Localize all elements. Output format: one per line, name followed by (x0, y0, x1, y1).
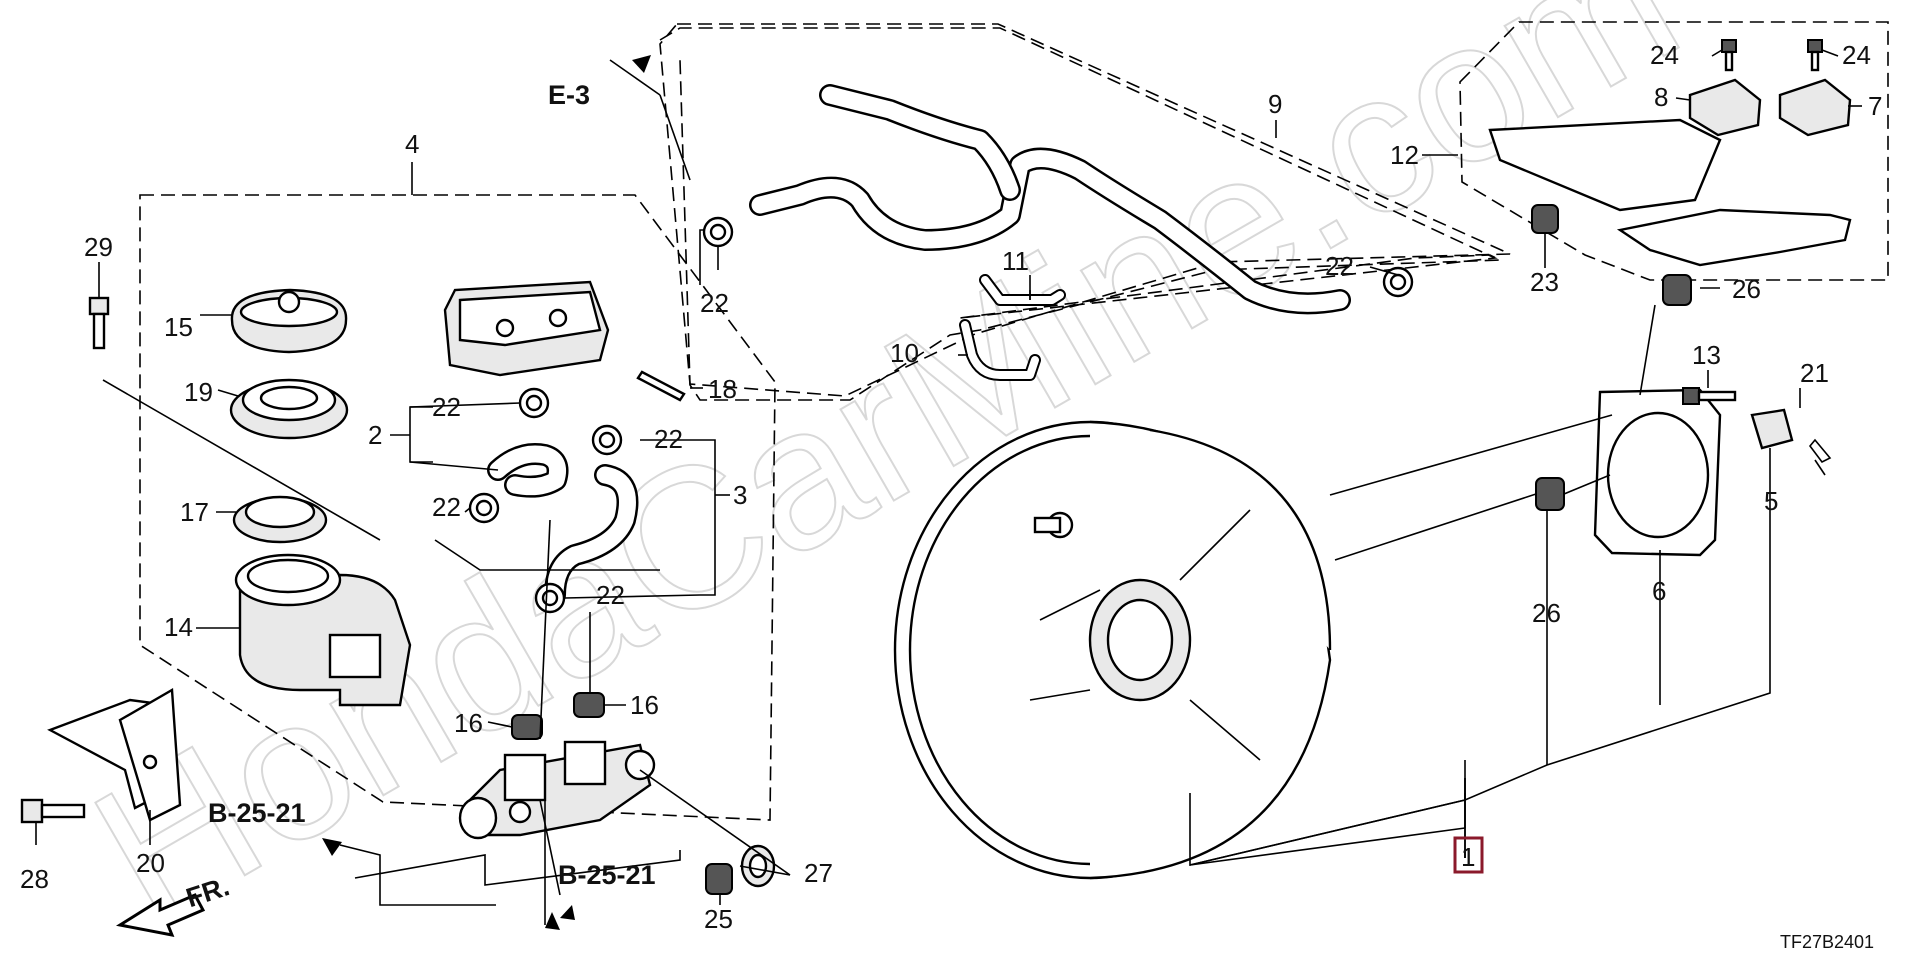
callout-3[interactable]: 3 (733, 480, 747, 510)
callout-8[interactable]: 8 (1654, 82, 1668, 112)
arrow-b25-bottom-a (545, 912, 560, 930)
master-cylinder (458, 740, 656, 840)
clip-21 (1808, 438, 1832, 476)
callout-22-c[interactable]: 22 (654, 424, 683, 454)
leaders-hoses (717, 120, 1399, 356)
callout-12[interactable]: 12 (1390, 140, 1419, 170)
callout-15[interactable]: 15 (164, 312, 193, 342)
bolt-24-a (1721, 39, 1737, 72)
gasket-6 (1593, 388, 1722, 557)
pin-18 (636, 370, 686, 402)
leaders-sensor (1422, 49, 1862, 268)
callout-27[interactable]: 27 (804, 858, 833, 888)
callout-22-a[interactable]: 22 (432, 392, 461, 422)
grommet-16-b (573, 692, 605, 718)
callout-18[interactable]: 18 (708, 374, 737, 404)
callout-2[interactable]: 2 (368, 420, 382, 450)
ref-e3[interactable]: E-3 (548, 80, 590, 110)
callout-22-f[interactable]: 22 (1325, 251, 1354, 281)
callout-29[interactable]: 29 (84, 232, 113, 262)
bracket-12 (1488, 118, 1852, 267)
leaders-booster (1189, 287, 1801, 867)
callout-24-a[interactable]: 24 (1650, 40, 1679, 70)
group-outline-reservoir (139, 194, 776, 821)
group-outline-hoses (659, 27, 1501, 401)
arrow-b25-bottom-b (560, 905, 575, 920)
clip-22-f (1382, 266, 1414, 298)
callout-19[interactable]: 19 (184, 377, 213, 407)
sensor-7 (1778, 78, 1852, 137)
arrow-e3 (632, 55, 651, 73)
callout-14[interactable]: 14 (164, 612, 193, 642)
callout-16-b[interactable]: 16 (630, 690, 659, 720)
diagram-code: TF27B2401 (1780, 932, 1874, 952)
callout-4[interactable]: 4 (405, 129, 419, 159)
hose-2 (487, 443, 569, 498)
hose-3 (544, 464, 639, 606)
sensor-8 (1688, 78, 1762, 137)
bolt-13 (1682, 387, 1737, 405)
highlight-box-1 (1453, 836, 1484, 874)
brake-booster-1 (893, 420, 1332, 880)
callout-20[interactable]: 20 (136, 848, 165, 878)
watermark: HondaCarMine.com (60, 0, 1712, 960)
nut-26-mid (1535, 477, 1565, 511)
callout-26-b[interactable]: 26 (1532, 598, 1561, 628)
bolt-28 (20, 798, 86, 824)
callout-17[interactable]: 17 (180, 497, 209, 527)
callout-10[interactable]: 10 (890, 338, 919, 368)
ref-b25-bottom[interactable]: B-25-21 (558, 860, 656, 890)
callout-5[interactable]: 5 (1764, 486, 1778, 516)
grommet-16-a (511, 714, 543, 740)
callout-23[interactable]: 23 (1530, 267, 1559, 297)
vacuum-hose-9 (749, 84, 1351, 315)
seal-17 (232, 495, 328, 544)
clip-22-e (702, 216, 734, 248)
group-outline-hose-9 (659, 23, 1511, 397)
callout-11[interactable]: 11 (1002, 246, 1029, 276)
callout-25[interactable]: 25 (704, 904, 733, 934)
filter-19 (229, 378, 349, 440)
group-outline-sensor (1459, 21, 1889, 281)
callout-6[interactable]: 6 (1652, 576, 1666, 606)
leaders-left (196, 59, 791, 925)
callout-1[interactable]: 1 (1461, 842, 1475, 872)
tube-11 (979, 274, 1066, 306)
reservoir-cap-15 (230, 288, 348, 354)
callout-22-e[interactable]: 22 (700, 288, 729, 318)
clip-22-d (534, 582, 566, 614)
leader-29b (102, 379, 381, 541)
callout-7[interactable]: 7 (1868, 91, 1882, 121)
callout-24-b[interactable]: 24 (1842, 40, 1871, 70)
callout-16-a[interactable]: 16 (454, 708, 483, 738)
nut-23 (1531, 204, 1559, 234)
clip-22-a (518, 387, 550, 419)
bracket-5 (1750, 408, 1794, 450)
bolt-24-b (1807, 39, 1823, 72)
seal-27 (740, 844, 776, 888)
callout-9[interactable]: 9 (1268, 89, 1282, 119)
nut-25 (705, 863, 733, 895)
reservoir-14 (234, 553, 412, 707)
callout-28[interactable]: 28 (20, 864, 49, 894)
callout-22-d[interactable]: 22 (596, 580, 625, 610)
callout-21[interactable]: 21 (1800, 358, 1829, 388)
clip-22-c (468, 492, 500, 524)
ref-b25-left[interactable]: B-25-21 (208, 798, 306, 828)
reservoir-housing (443, 280, 610, 377)
callout-13[interactable]: 13 (1692, 340, 1721, 370)
clip-22-b (591, 424, 623, 456)
bolt-29 (88, 296, 110, 350)
callout-22-b[interactable]: 22 (432, 492, 461, 522)
bracket-20 (47, 688, 182, 822)
callout-26-a[interactable]: 26 (1732, 274, 1761, 304)
nut-26-top (1662, 274, 1692, 306)
front-arrow-icon (115, 893, 206, 937)
arrow-b25-left (322, 838, 342, 856)
tube-10 (959, 319, 1041, 381)
